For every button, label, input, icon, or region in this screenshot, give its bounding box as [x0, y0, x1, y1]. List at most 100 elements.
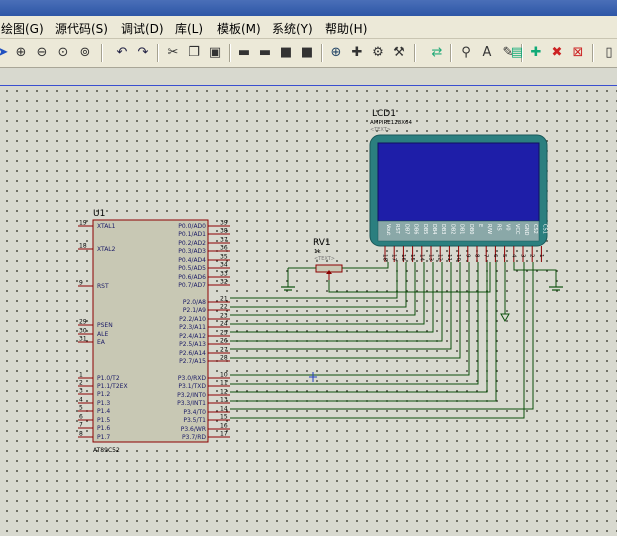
- new-sheet-icon[interactable]: ▤: [510, 44, 524, 60]
- u1-pin-number: 9: [79, 280, 83, 287]
- u1-pin-number: 38: [220, 228, 228, 235]
- title-bar: [0, 0, 617, 16]
- u1-pin-number: 29: [79, 319, 87, 326]
- toolbar-separator: [229, 44, 231, 62]
- rv1-wiper-arrow: [326, 270, 332, 274]
- lcd-pin-name: DB2: [449, 224, 455, 234]
- decompose-icon[interactable]: ⚒: [393, 44, 405, 60]
- zoom-area-icon[interactable]: ⊚: [79, 44, 91, 60]
- undo-icon[interactable]: ↶: [116, 44, 128, 60]
- zoom-in-icon[interactable]: ⊕: [15, 44, 27, 60]
- cut-icon[interactable]: ✂: [167, 44, 179, 60]
- u1-pin-number: 26: [220, 338, 228, 345]
- u1-pin-number: 3: [79, 388, 83, 395]
- menu-library[interactable]: 库(L): [175, 22, 204, 36]
- make-device-icon[interactable]: ✚: [351, 44, 363, 60]
- property-assign-icon[interactable]: A: [482, 44, 492, 60]
- ground-symbol: [549, 286, 563, 291]
- u1-pin-number: 32: [220, 279, 228, 286]
- wire-p3-0: [230, 262, 470, 376]
- wire-rv1-wiper: [328, 262, 491, 293]
- u1-pin-number: 30: [79, 328, 87, 335]
- menu-template[interactable]: 模板(M): [217, 22, 261, 36]
- menu-draw[interactable]: 绘图(G): [1, 22, 44, 36]
- search-tag-icon[interactable]: ⚲: [461, 44, 471, 60]
- u1-pin-name: P0.7/AD7: [178, 282, 206, 289]
- u1-pin-name: P0.6/AD6: [178, 274, 206, 281]
- ground-symbol: [281, 286, 295, 291]
- u1-pin-name: P1.3: [97, 400, 110, 407]
- u1-pin-number: 24: [220, 321, 228, 328]
- u1-pin-name: P3.7/RD: [182, 434, 206, 441]
- u1-pin-name: P0.2/AD2: [178, 240, 206, 247]
- u1-pin-name: P2.7/A15: [179, 358, 206, 365]
- lcd-pin-number: 2: [529, 254, 535, 258]
- power-terminal-icon: [500, 313, 510, 323]
- block-move-icon[interactable]: ▬: [258, 44, 272, 60]
- lcd-pin-name: R/W: [486, 224, 492, 234]
- new-sheet-icon[interactable]: ✚: [530, 44, 542, 60]
- lcd-part: AMPIRE128X64: [370, 120, 413, 126]
- lcd-pin-number: 16: [400, 254, 406, 261]
- lcd-pin-number: 11: [446, 254, 452, 261]
- lcd-pin-number: 7: [483, 254, 489, 258]
- design-explorer-icon[interactable]: ✎: [502, 44, 514, 60]
- toolbar-separator: [592, 44, 594, 62]
- zoom-out-icon[interactable]: ⊖: [36, 44, 48, 60]
- redo-icon[interactable]: ↷: [137, 44, 149, 60]
- block-copy-icon[interactable]: ▬: [237, 44, 251, 60]
- u1-pin-number: 15: [220, 414, 228, 421]
- u1-pin-number: 27: [220, 347, 228, 354]
- u1-pin-number: 1: [79, 372, 83, 379]
- u1-pin-name: P1.5: [97, 417, 110, 424]
- wire-autoroute-icon[interactable]: ⇄: [431, 44, 443, 60]
- u1-pin-number: 33: [220, 271, 228, 278]
- menu-help[interactable]: 帮助(H): [325, 22, 368, 36]
- lcd-pin-number: 5: [501, 254, 507, 258]
- lcd-ref: LCD1: [372, 109, 396, 119]
- rv1-ref: RV1: [313, 238, 331, 248]
- lcd-pin-name: RST: [394, 224, 400, 235]
- u1-pin-number: 18: [79, 243, 87, 250]
- menu-debug[interactable]: 调试(D): [121, 22, 164, 36]
- u1-pin-number: 23: [220, 313, 228, 320]
- u1-body[interactable]: [92, 219, 209, 443]
- block-delete-icon[interactable]: ■: [300, 44, 314, 60]
- u1-pin-name: ALE: [97, 331, 108, 338]
- wire-p2-5: [230, 262, 443, 342]
- u1-pin-name: P2.0/A8: [183, 299, 206, 306]
- arrow-icon[interactable]: ➤: [0, 44, 9, 60]
- pack-device-icon[interactable]: ⚙: [372, 44, 384, 60]
- wire-gnd: [513, 262, 557, 287]
- u1-pin-name: P3.3/INT1: [177, 400, 206, 407]
- u1-pin-number: 36: [220, 245, 228, 252]
- wire-p3-4: [230, 262, 534, 410]
- paste-icon[interactable]: ▣: [208, 44, 222, 60]
- lcd-pin-number: 18: [382, 254, 388, 261]
- u1-pin-name: P3.0/RXD: [178, 375, 206, 382]
- u1-ref: U1: [93, 209, 105, 219]
- copy-icon[interactable]: ❐: [188, 44, 200, 60]
- delete-sheet-icon[interactable]: ✖: [551, 44, 563, 60]
- u1-pin-name: P1.0/T2: [97, 375, 120, 382]
- menu-system[interactable]: 系统(Y): [272, 22, 313, 36]
- lcd-screen: [377, 142, 540, 222]
- netlist-icon[interactable]: ⊠: [572, 44, 584, 60]
- pick-device-icon[interactable]: ⊕: [330, 44, 342, 60]
- u1-pin-name: P0.0/AD0: [178, 223, 206, 230]
- wire-p2-2: [230, 262, 416, 316]
- lcd-pin-number: 3: [520, 254, 526, 258]
- u1-pin-number: 11: [220, 380, 228, 387]
- toolbar-separator: [414, 44, 416, 62]
- u1-pin-name: PSEN: [97, 322, 113, 329]
- menu-source[interactable]: 源代码(S): [55, 22, 108, 36]
- lcd-pin-name: DB1: [459, 224, 465, 234]
- u1-pin-name: EA: [97, 339, 106, 346]
- u1-pin-number: 10: [220, 372, 228, 379]
- bill-of-materials-icon[interactable]: ▯: [605, 44, 613, 60]
- block-rotate-icon[interactable]: ■: [279, 44, 293, 60]
- u1-pin-number: 25: [220, 330, 228, 337]
- zoom-all-icon[interactable]: ⊙: [57, 44, 69, 60]
- lcd-pin-name: DB3: [440, 224, 446, 234]
